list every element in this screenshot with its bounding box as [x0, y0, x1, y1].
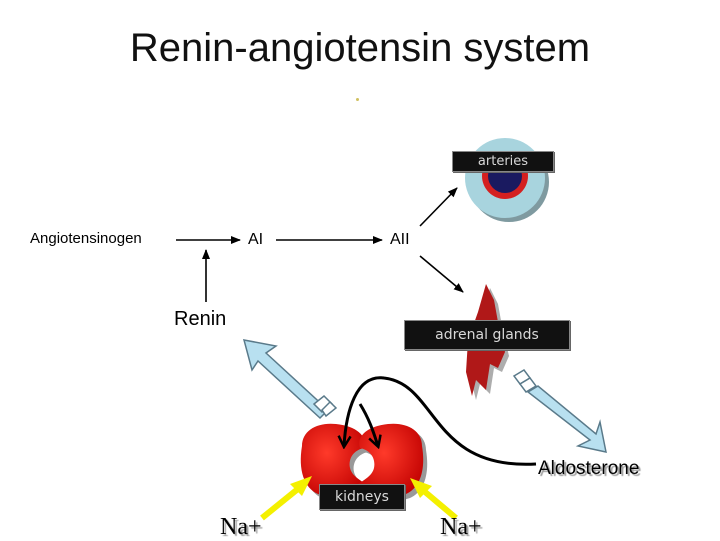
aldosterone-feedback-curve: [344, 376, 537, 466]
arrow-aii-to-adrenal: [419, 255, 464, 293]
na-arrowhead-left: [290, 476, 312, 496]
node-ai: AI: [248, 231, 264, 248]
node-na-left: Na+: [220, 514, 262, 540]
label-arteries: arteries: [452, 151, 554, 172]
tube-arrow-adrenal-to-aldosterone: [512, 369, 607, 453]
decorative-dot: [356, 98, 359, 101]
node-angiotensinogen: Angiotensinogen: [30, 230, 142, 247]
aldosterone-feedback-branch: [358, 403, 378, 446]
tube-arrow-kidneys-to-renin: [242, 339, 338, 420]
node-na-right: Na+: [440, 514, 482, 540]
node-renin: Renin: [174, 308, 227, 330]
label-kidneys: kidneys: [319, 484, 405, 510]
arrow-aii-to-arteries: [419, 187, 458, 227]
node-aii: AII: [390, 231, 410, 248]
label-adrenal-glands: adrenal glands: [404, 320, 570, 350]
node-aldosterone: Aldosterone: [538, 458, 640, 479]
na-arrowhead-right: [410, 478, 432, 498]
page-title: Renin-angiotensin system: [129, 26, 591, 70]
